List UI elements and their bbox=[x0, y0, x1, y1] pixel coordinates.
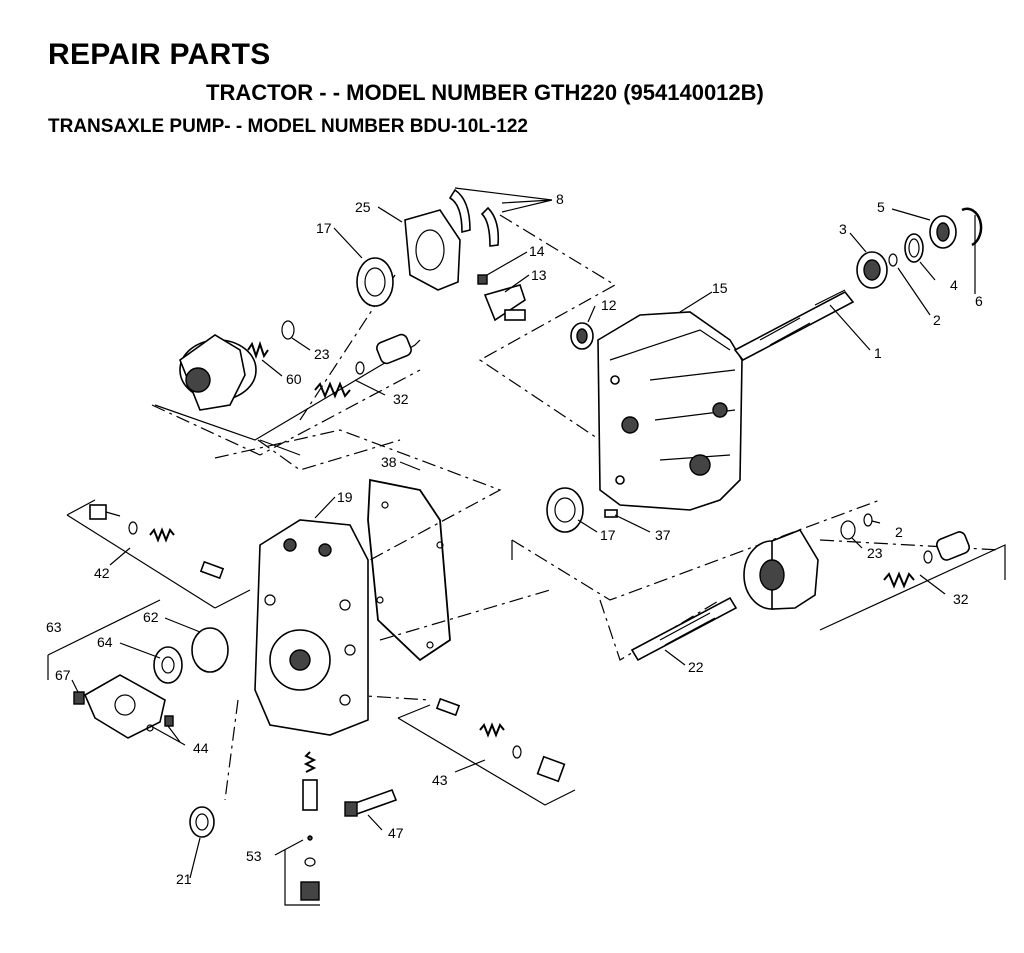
snap-ring-6 bbox=[961, 207, 983, 247]
thrust-bearing-segments bbox=[448, 188, 500, 247]
callout-2-lower: 2 bbox=[895, 524, 903, 540]
callout-19: 19 bbox=[337, 489, 353, 505]
check-valve-32-upper bbox=[314, 333, 412, 399]
gerotor-64 bbox=[153, 646, 183, 684]
bolt-47 bbox=[344, 788, 398, 817]
seal-21 bbox=[189, 806, 215, 838]
callout-22: 22 bbox=[688, 659, 704, 675]
callout-44: 44 bbox=[193, 740, 209, 756]
valve-stack-53 bbox=[300, 751, 320, 901]
callout-3: 3 bbox=[839, 221, 847, 237]
charge-pump-cover bbox=[83, 674, 166, 739]
callout-47: 47 bbox=[388, 825, 404, 841]
gasket bbox=[367, 478, 451, 662]
cylinder-block-upper bbox=[179, 334, 257, 411]
callout-32-lower: 32 bbox=[953, 591, 969, 607]
callout-25: 25 bbox=[355, 199, 371, 215]
callout-67: 67 bbox=[55, 667, 71, 683]
callout-17-upper: 17 bbox=[316, 220, 332, 236]
plug-44 bbox=[146, 715, 174, 732]
motor-shaft-22 bbox=[630, 596, 738, 662]
callout-17-lower: 17 bbox=[600, 527, 616, 543]
callout-1: 1 bbox=[874, 345, 882, 361]
callout-6: 6 bbox=[975, 293, 983, 309]
washer-4 bbox=[904, 233, 924, 263]
callout-12: 12 bbox=[601, 297, 617, 313]
callout-37: 37 bbox=[655, 527, 671, 543]
bearing-17-lower bbox=[546, 487, 584, 533]
oring-62 bbox=[191, 627, 229, 673]
callout-64: 64 bbox=[97, 634, 113, 650]
center-section bbox=[254, 519, 369, 736]
transaxle-pump-heading: TRANSAXLE PUMP- - MODEL NUMBER BDU-10L-1… bbox=[48, 116, 528, 137]
tractor-model-heading: TRACTOR - - MODEL NUMBER GTH220 (9541400… bbox=[206, 80, 764, 105]
callout-60: 60 bbox=[286, 371, 302, 387]
spring-60 bbox=[247, 340, 269, 360]
oring-23-lower bbox=[840, 520, 856, 540]
callout-43: 43 bbox=[432, 772, 448, 788]
relief-valve-42 bbox=[89, 504, 225, 580]
callout-2-upper: 2 bbox=[933, 312, 941, 328]
callout-63: 63 bbox=[46, 619, 62, 635]
callout-23-lower: 23 bbox=[867, 545, 883, 561]
callout-14: 14 bbox=[529, 243, 545, 259]
callout-53: 53 bbox=[246, 848, 262, 864]
callout-21: 21 bbox=[176, 871, 192, 887]
callout-62: 62 bbox=[143, 609, 159, 625]
oring-2-lower bbox=[863, 513, 873, 527]
callout-8: 8 bbox=[556, 191, 564, 207]
slot-guide bbox=[477, 274, 488, 285]
leader-lines bbox=[71, 187, 976, 879]
callout-4: 4 bbox=[950, 277, 958, 293]
bracket-lines bbox=[47, 339, 1006, 906]
callout-5: 5 bbox=[877, 199, 885, 215]
callout-42: 42 bbox=[94, 565, 110, 581]
callout-38: 38 bbox=[381, 454, 397, 470]
screw-67 bbox=[73, 691, 85, 705]
bearing-3 bbox=[856, 251, 888, 289]
cylinder-block-lower bbox=[743, 529, 819, 610]
callout-23-upper: 23 bbox=[314, 346, 330, 362]
callout-32-upper: 32 bbox=[393, 391, 409, 407]
trunnion-arm bbox=[483, 284, 526, 322]
swashplate bbox=[404, 209, 461, 291]
input-shaft bbox=[733, 289, 855, 362]
relief-valve-43 bbox=[435, 697, 566, 783]
bearing-5 bbox=[929, 215, 957, 249]
page-title: REPAIR PARTS bbox=[48, 38, 271, 71]
bearing-12 bbox=[570, 322, 594, 350]
callout-labels: 1 2 2 3 4 5 6 8 12 13 14 15 17 17 19 21 … bbox=[46, 191, 983, 887]
oring-2-upper bbox=[888, 253, 898, 267]
main-housing bbox=[597, 311, 743, 511]
pin-37 bbox=[604, 509, 618, 518]
callout-13: 13 bbox=[531, 267, 547, 283]
bearing-17-upper bbox=[356, 257, 394, 307]
callout-15: 15 bbox=[712, 280, 728, 296]
check-valve-32-lower bbox=[883, 531, 971, 589]
oring-23-upper bbox=[281, 320, 295, 340]
